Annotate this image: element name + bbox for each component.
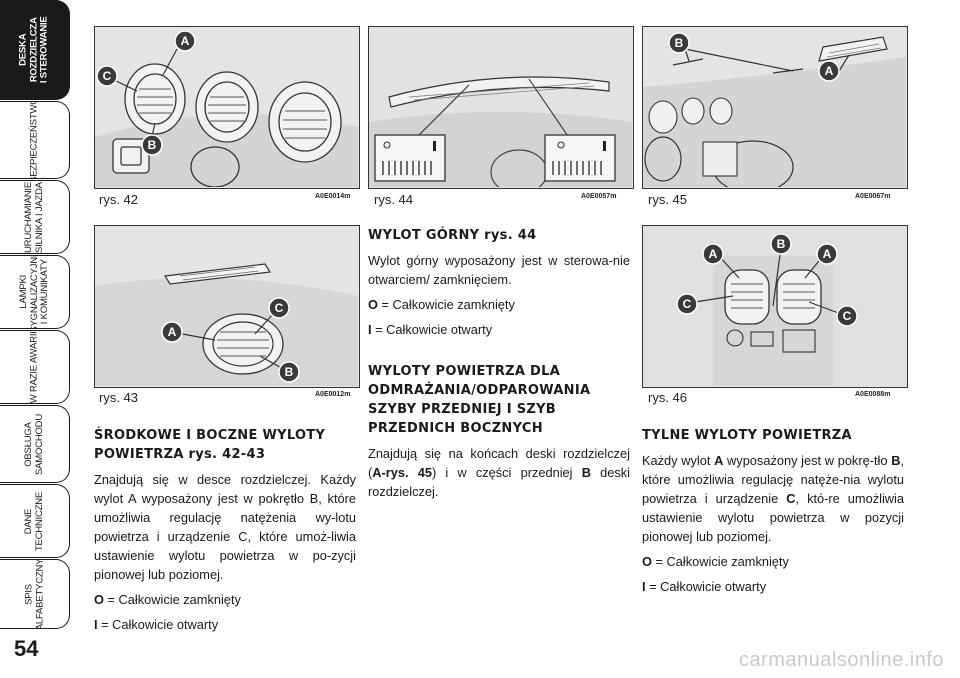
tab-spis[interactable]: SPIS ALFABETYCZNY xyxy=(0,559,70,629)
tab-lampki[interactable]: LAMPKI SYGNALIZACYJNE I KOMUNIKATY xyxy=(0,255,70,329)
figure-44-caption: rys. 44 xyxy=(374,192,414,207)
figure-45-caption: rys. 45 xyxy=(648,192,688,207)
fig42-label-c: C xyxy=(103,69,112,83)
tab-w-razie-awarii[interactable]: W RAZIE AWARII xyxy=(0,330,70,404)
fig45-label-b: B xyxy=(675,36,684,50)
section-defrost-vents: WYLOTY POWIETRZA DLA ODMRAŻANIA/ODPAROWA… xyxy=(368,362,630,507)
section-rear-heading: TYLNE WYLOTY POWIETRZA xyxy=(642,428,852,443)
rear-closed-legend: O = Całkowicie zamknięty xyxy=(642,554,789,569)
fig43-badge-a xyxy=(161,321,183,343)
figure-43: A B C xyxy=(94,225,360,388)
figure-42-code: A0E0014m xyxy=(315,193,351,200)
fig45-label-a: A xyxy=(825,64,834,78)
fig42-label-a: A xyxy=(181,34,190,48)
figure-44-code: A0E0057m xyxy=(581,193,617,200)
section-rear-vents: TYLNE WYLOTY POWIETRZA Każdy wylot A wyp… xyxy=(642,426,904,602)
section-center-side-heading: ŚRODKOWE I BOCZNE WYLOTY POWIETRZA rys. … xyxy=(94,428,326,462)
rear-open-legend: I = Całkowicie otwarty xyxy=(642,579,767,594)
figure-42-illustration: A B C xyxy=(95,27,358,187)
fig46-badge-c-right xyxy=(836,305,858,327)
figure-46-caption: rys. 46 xyxy=(648,390,688,405)
figure-46-illustration: A A B C C xyxy=(643,226,906,386)
section-center-side-vents: ŚRODKOWE I BOCZNE WYLOTY POWIETRZA rys. … xyxy=(94,426,356,640)
fig43-label-a: A xyxy=(168,325,177,339)
tab-uruchamianie[interactable]: URUCHAMIANIE SILNIKA I JAZDA xyxy=(0,180,70,254)
fig43-badge-c xyxy=(268,297,290,319)
fig46-badge-a-left xyxy=(702,243,724,265)
fig46-label-c-left: C xyxy=(683,297,692,311)
tab-obsluga[interactable]: OBSŁUGA SAMOCHODU xyxy=(0,405,70,483)
section-top-body: Wylot górny wyposażony jest w sterowa-ni… xyxy=(368,253,630,287)
figure-43-caption: rys. 43 xyxy=(99,390,139,405)
figure-44-illustration xyxy=(369,27,632,187)
figure-44 xyxy=(368,26,634,189)
fig45-badge-a xyxy=(818,60,840,82)
top-open-legend: I = Całkowicie otwarty xyxy=(368,322,493,337)
figure-43-illustration: A B C xyxy=(95,226,358,386)
fig42-label-b: B xyxy=(148,138,157,152)
fig46-label-c-right: C xyxy=(843,309,852,323)
tab-bezpieczenstwo[interactable]: BEZPIECZEŃSTWO xyxy=(0,101,70,179)
watermark: carmanualsonline.info xyxy=(738,649,944,671)
fig43-badge-b xyxy=(278,361,300,383)
figure-45-code: A0E0067m xyxy=(855,193,891,200)
fig45-badge-b xyxy=(668,32,690,54)
section-rear-body: Każdy wylot A wyposażony jest w pokrę-tł… xyxy=(642,453,904,544)
open-legend: I = Całkowicie otwarty xyxy=(94,617,219,632)
tab-deska-rozdzielcza[interactable]: DESKA ROZDZIELCZA I STEROWANIE xyxy=(0,0,70,100)
fig46-badge-c-left xyxy=(676,293,698,315)
fig46-label-b: B xyxy=(777,237,786,251)
page-number: 54 xyxy=(14,636,39,661)
figure-45: A B xyxy=(642,26,908,189)
fig46-badge-b xyxy=(770,233,792,255)
fig42-badge-a xyxy=(174,30,196,52)
section-defrost-heading: WYLOTY POWIETRZA DLA ODMRAŻANIA/ODPAROWA… xyxy=(368,364,591,436)
fig46-badge-a-right xyxy=(816,243,838,265)
figure-42: A B C xyxy=(94,26,360,189)
figure-46: A A B C C xyxy=(642,225,908,388)
figure-46-code: A0E0088m xyxy=(855,391,891,398)
fig46-label-a-left: A xyxy=(709,247,718,261)
section-top-heading: WYLOT GÓRNY rys. 44 xyxy=(368,228,537,243)
fig42-badge-b xyxy=(141,134,163,156)
section-center-side-body: Znajdują się w desce rozdzielczej. Każdy… xyxy=(94,472,356,582)
section-defrost-body: Znajdują się na końcach deski rozdzielcz… xyxy=(368,446,630,499)
fig43-label-c: C xyxy=(275,301,284,315)
fig43-label-b: B xyxy=(285,365,294,379)
top-closed-legend: O = Całkowicie zamknięty xyxy=(368,297,515,312)
chapter-tabs: DESKA ROZDZIELCZA I STEROWANIE BEZPIECZE… xyxy=(0,0,72,678)
figure-42-caption: rys. 42 xyxy=(99,192,139,207)
fig46-label-a-right: A xyxy=(823,247,832,261)
tab-dane-techniczne[interactable]: DANE TECHNICZNE xyxy=(0,484,70,558)
closed-legend: O = Całkowicie zamknięty xyxy=(94,592,241,607)
figure-43-code: A0E0012m xyxy=(315,391,351,398)
figure-45-illustration: A B xyxy=(643,27,906,187)
section-top-vent: WYLOT GÓRNY rys. 44 Wylot górny wyposażo… xyxy=(368,226,630,345)
fig42-badge-c xyxy=(96,65,118,87)
